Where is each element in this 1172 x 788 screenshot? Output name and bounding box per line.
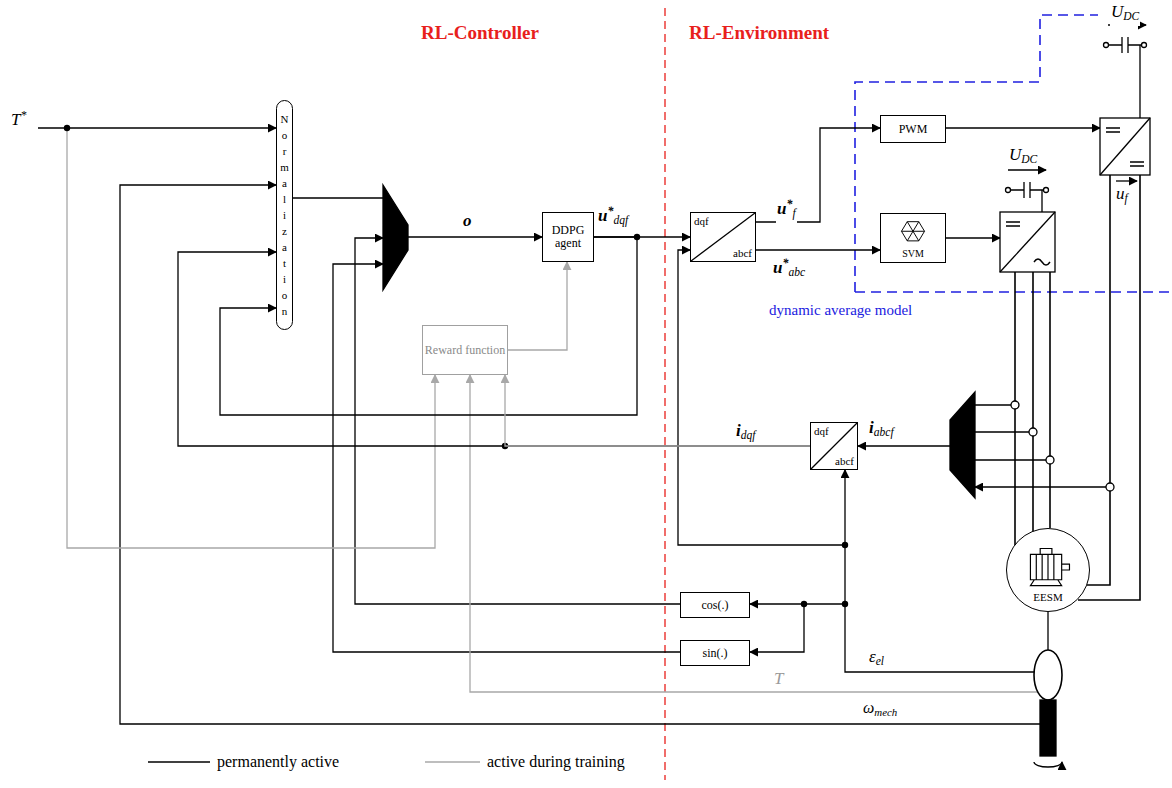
signal-name: T	[773, 670, 784, 688]
node-text: Reward function	[425, 344, 505, 357]
node-text: Normalization	[280, 111, 289, 319]
text-part: u	[777, 199, 786, 218]
text-part: n	[280, 303, 289, 319]
signal-name: iabcf	[868, 419, 895, 442]
text-part: u	[1116, 184, 1125, 203]
current-sensors	[1011, 401, 1114, 491]
text-part: i	[280, 207, 289, 223]
encoder	[1034, 650, 1062, 767]
multiplexer	[383, 185, 408, 290]
text-part: el	[876, 655, 884, 668]
section-title: RL-Environment	[688, 22, 830, 44]
legend-text: active during training	[486, 753, 626, 771]
signal-name: T*	[10, 106, 27, 129]
text-part: abc	[788, 266, 805, 279]
text-part: ω	[863, 699, 874, 716]
text-part: u	[598, 206, 607, 225]
section-title: RL-Controller	[420, 22, 540, 44]
signal-label: idqf	[735, 422, 757, 445]
text-part: m	[280, 159, 289, 175]
voltage-label: UDC	[1008, 146, 1038, 169]
text-part: f	[1125, 192, 1128, 205]
function-box: sin(.)	[680, 640, 750, 666]
text-part: U	[1111, 2, 1123, 21]
signal-label: u*f	[776, 195, 797, 223]
text-part: t	[280, 255, 289, 271]
text-part: l	[280, 191, 289, 207]
signal-wires	[38, 25, 1146, 724]
separator-line	[664, 8, 665, 780]
node-text: dqf	[694, 215, 709, 227]
transform-box: dqf abcf	[810, 422, 858, 470]
text-part: o	[280, 287, 289, 303]
legend-line	[148, 761, 210, 763]
legend-line	[425, 761, 480, 763]
pwm-box: PWM	[880, 115, 946, 143]
text-part: N	[280, 111, 289, 127]
text-part: r	[280, 143, 289, 159]
text-part: a	[280, 239, 289, 255]
training-wires	[67, 128, 1038, 692]
text-part: *	[782, 256, 788, 270]
inverter	[1000, 182, 1055, 272]
agent-box: DDPG agent	[542, 212, 594, 262]
node-text: PWM	[899, 123, 928, 136]
text-part: DC	[1123, 10, 1139, 23]
text-part: *	[20, 108, 26, 122]
dcdc-converter	[1100, 37, 1150, 175]
signal-label: u*dqf	[597, 202, 629, 230]
text-part: DC	[1021, 153, 1037, 166]
signal-connector	[505, 375, 810, 446]
text-part: i	[280, 271, 289, 287]
text-part: u	[773, 258, 782, 277]
text-part: mech	[874, 706, 897, 718]
signal-label: o	[462, 212, 473, 230]
text-part: U	[1009, 145, 1021, 164]
signal-connector	[756, 128, 880, 222]
signal-connector	[508, 262, 567, 350]
node-text: SVM	[902, 247, 924, 260]
svm-box: SVM	[880, 213, 946, 263]
signal-name: ωmech	[862, 699, 898, 721]
node-text: dqf	[814, 425, 829, 437]
signal-name: εel	[868, 648, 885, 671]
signal-label: u*abc	[772, 254, 806, 282]
text-part: abcf	[874, 426, 894, 439]
text-part: i	[736, 421, 741, 440]
junction-dots	[64, 125, 848, 607]
model-boundary	[855, 15, 1172, 292]
text-part: i	[869, 418, 874, 437]
node-text: EESM	[1033, 591, 1062, 604]
node-text: cos(.)	[702, 599, 729, 612]
transform-box: dqf abcf	[690, 212, 756, 262]
legend-text: permanently active	[216, 753, 340, 771]
text-part: *	[786, 197, 792, 211]
node-text: abcf	[733, 247, 752, 259]
text-part: o	[280, 127, 289, 143]
reward-box: Reward function	[422, 325, 508, 375]
text-part: *	[607, 204, 613, 218]
text-part: z	[280, 223, 289, 239]
normalization-block: Normalization	[276, 100, 293, 330]
text-part: dqf	[613, 214, 628, 227]
text-part: f	[792, 207, 795, 220]
text-part: a	[280, 175, 289, 191]
voltage-label: UDC	[1110, 3, 1140, 26]
node-text: DDPG agent	[543, 224, 593, 250]
text-part: T	[11, 110, 20, 129]
function-box: cos(.)	[680, 592, 750, 618]
node-text: sin(.)	[703, 647, 728, 660]
multiplexer	[950, 392, 975, 498]
voltage-label: uf	[1115, 185, 1129, 208]
region-label: dynamic average model	[768, 302, 913, 319]
signal-connector	[293, 198, 542, 237]
node-text: abcf	[835, 455, 854, 467]
motor-circle: EESM	[1006, 528, 1090, 612]
signal-connector	[178, 252, 810, 446]
text-part: dqf	[741, 429, 756, 442]
text-part: ε	[869, 647, 876, 666]
signal-connector	[756, 249, 880, 250]
